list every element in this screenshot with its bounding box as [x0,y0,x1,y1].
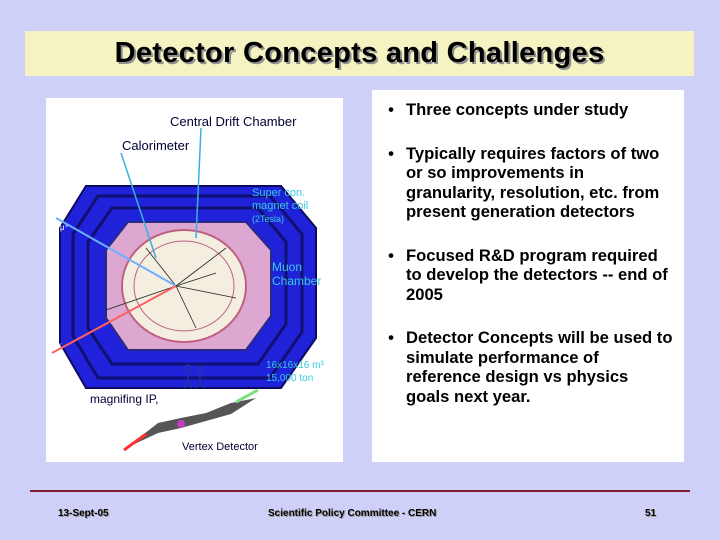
slide-title: Detector Concepts and Challenges [114,37,605,69]
pointer-line-calorimeter [120,152,157,259]
label-size-1: 16x16x16 m³ [266,360,324,371]
label-mu-plus: μ⁺ [60,223,69,232]
label-magnet-1: Super con. [252,187,305,199]
label-magnet-2: magnet coil [252,200,308,212]
bullet-item: • Three concepts under study [376,100,676,120]
particle-tracks [105,247,237,329]
label-muon-1: Muon [272,260,302,274]
yoke-layer-inner [86,206,288,366]
bullet-text: Typically requires factors of two or so … [406,143,660,222]
footer-date: 13-Sept-05 [58,508,109,519]
bullet-text: Focused R&D program required to develop … [406,245,668,304]
yoke-layer [71,194,304,380]
label-vertex: Vertex Detector [182,441,258,453]
bullet-dot: • [388,328,394,347]
bullet-panel: • Three concepts under study • Typically… [372,90,684,462]
muon-track-upper [55,217,177,287]
bullet-item: • Focused R&D program required to develo… [376,246,676,305]
label-magnet-3: (2Tesla) [252,214,284,224]
title-box: Detector Concepts and Challenges [25,31,694,76]
footer-committee: Scientific Policy Committee - CERN [268,508,437,519]
pointer-line-drift [195,127,202,239]
detector-diagram: Central Drift Chamber Calorimeter Super … [51,114,324,453]
label-size-2: 15,000 ton [266,373,313,384]
bullet-dot: • [388,245,394,265]
human-scale-icon [183,364,205,389]
bullet-dot: • [388,143,394,163]
interaction-point [177,420,185,428]
bullet-dot: • [388,100,394,119]
vertex-track-green [235,388,259,404]
muon-track-lower [51,285,177,354]
detector-figure: Central Drift Chamber Calorimeter Super … [46,98,343,462]
vertex-track-red [123,432,147,452]
label-mu-minus: μ⁻ [54,341,63,350]
drift-chamber-ring [133,240,235,332]
label-calorimeter: Calorimeter [122,138,190,153]
label-muon-2: Chamber [272,274,321,288]
drift-chamber [121,229,247,343]
page-number: 51 [645,508,657,519]
bullet-text: Detector Concepts will be used to simula… [406,328,673,406]
bullet-item: • Detector Concepts will be used to simu… [376,328,676,406]
footer-rule [30,490,690,492]
label-magnifying: magnifing IP, [90,392,159,406]
bullet-text: Three concepts under study [406,100,629,119]
vertex-detector-shape [126,398,256,448]
label-drift-chamber: Central Drift Chamber [170,114,297,129]
bullet-item: • Typically requires factors of two or s… [376,144,676,222]
